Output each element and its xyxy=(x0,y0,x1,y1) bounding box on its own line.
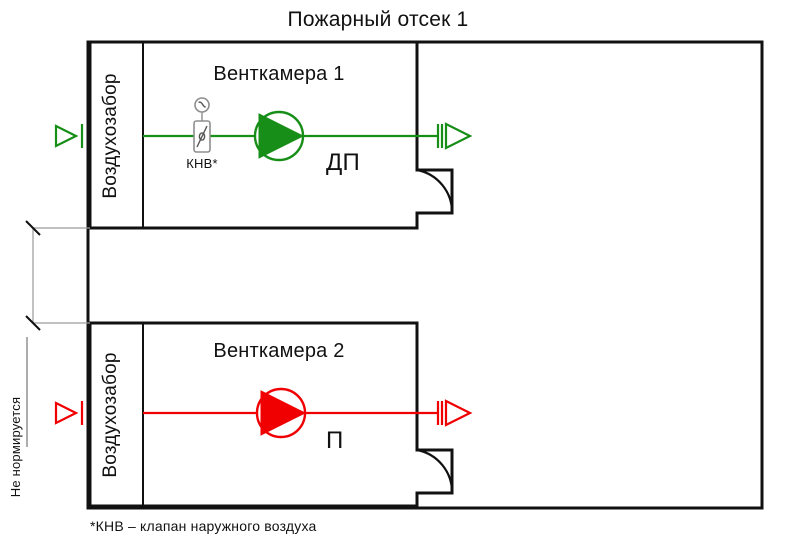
chamber-2-walls xyxy=(88,321,454,508)
chamber-2-inlet-arrow xyxy=(54,401,84,425)
fire-compartment-outline xyxy=(86,40,764,510)
dimension-label: Не нормируется xyxy=(8,397,23,497)
chamber-2-outlet-arrow xyxy=(436,399,473,427)
chamber-2-room-label: Венткамера 2 xyxy=(213,340,344,362)
chamber-1-outlet-arrow xyxy=(436,122,473,150)
chamber-1-shaft-label: Воздухозабор xyxy=(100,73,121,198)
chamber-1: Воздухозабор Венткамера 1 КН xyxy=(54,42,473,230)
chamber-1-inlet-arrow xyxy=(54,124,84,148)
chamber-1-knv-valve xyxy=(193,97,211,153)
footnote: *КНВ – клапан наружного воздуха xyxy=(90,518,317,534)
chamber-1-fan xyxy=(253,110,305,162)
chamber-2: Воздухозабор Венткамера 2 П xyxy=(54,321,473,508)
chamber-1-room-label: Венткамера 1 xyxy=(213,63,344,85)
chamber-1-system-label: ДП xyxy=(326,149,360,176)
page-title: Пожарный отсек 1 xyxy=(288,8,469,31)
chamber-1-door xyxy=(416,168,454,214)
chamber-2-door xyxy=(416,448,454,494)
chamber-2-system-label: П xyxy=(326,427,343,454)
dimension-not-regulated: Не нормируется xyxy=(8,220,90,497)
chamber-2-fan xyxy=(255,387,307,439)
chamber-2-shaft-label: Воздухозабор xyxy=(100,352,121,477)
chamber-1-valve-label: КНВ* xyxy=(186,156,218,171)
